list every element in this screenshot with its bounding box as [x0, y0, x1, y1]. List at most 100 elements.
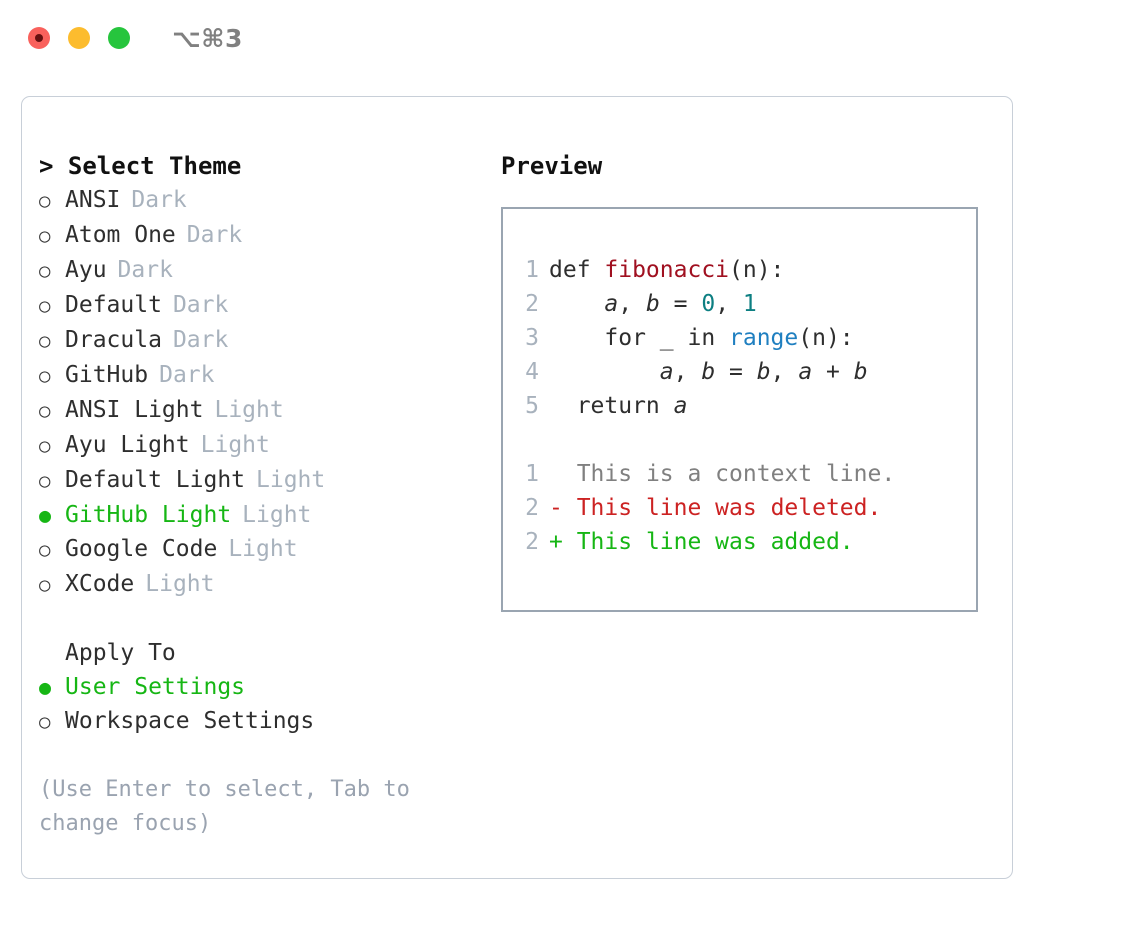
code-token-plain: return [549, 393, 674, 419]
theme-item-label: Ayu [65, 257, 107, 283]
line-number: 4 [525, 359, 539, 385]
apply-to-list: ● User Settings ○ Workspace Settings [39, 670, 469, 739]
theme-item-variant-label: Light [214, 397, 284, 423]
theme-item-label: ANSI Light [65, 397, 204, 423]
code-token-plain [549, 291, 604, 317]
zoom-button[interactable] [108, 27, 130, 49]
line-number: 3 [525, 325, 539, 351]
radio-unselected-icon: ○ [39, 435, 51, 457]
theme-item-2[interactable]: ○ Ayu Dark [39, 253, 469, 288]
theme-item-label: Google Code [65, 536, 218, 562]
theme-item-variant-label: Light [256, 467, 326, 493]
theme-item-variant-label: Dark [131, 187, 187, 213]
theme-item-10[interactable]: ○ Google Code Light [39, 532, 469, 567]
diff-line-ctx: 1 This is a context line. [503, 457, 976, 491]
window-controls [28, 27, 130, 49]
radio-unselected-icon: ○ [39, 574, 51, 596]
radio-unselected-icon: ○ [39, 260, 51, 282]
apply-to-item-label: User Settings [65, 674, 246, 700]
code-spacer [503, 423, 976, 457]
theme-item-variant-label: Light [200, 432, 270, 458]
code-token-num: 1 [742, 291, 757, 317]
theme-item-variant-label: Light [228, 536, 298, 562]
radio-unselected-icon: ○ [39, 470, 51, 492]
theme-item-variant-label: Dark [172, 327, 229, 353]
line-number: 1 [525, 461, 539, 487]
code-token-call: range [729, 325, 799, 351]
code-line: 4 a, b = b, a + b [503, 355, 976, 389]
radio-unselected-icon: ○ [39, 190, 51, 212]
title-bar: ⌥⌘3 [0, 0, 1140, 76]
code-token-plain: (n): [798, 325, 854, 351]
theme-item-variant-label: Dark [172, 292, 229, 318]
apply-to-item-label: Workspace Settings [65, 708, 315, 734]
code-token-plain: , [715, 291, 743, 317]
select-theme-heading: > Select Theme [39, 152, 242, 180]
code-token-fn: fibonacci [604, 257, 730, 283]
theme-item-label: GitHub [65, 362, 149, 388]
theme-item-label: Dracula [65, 327, 162, 353]
radio-unselected-icon: ○ [39, 539, 51, 561]
code-token-var: b [853, 359, 868, 385]
code-token-plain: = [659, 291, 702, 317]
theme-item-variant-label: Dark [117, 257, 173, 283]
code-token-plain: , [673, 359, 702, 385]
code-token-plain: + [812, 359, 854, 385]
code-line: 5 return a [503, 389, 976, 423]
code-token-var: a [659, 359, 674, 385]
code-token-plain: (n): [729, 257, 785, 283]
preview-heading: Preview [501, 152, 603, 180]
apply-to-item-1[interactable]: ○ Workspace Settings [39, 704, 469, 739]
radio-unselected-icon: ○ [39, 400, 51, 422]
line-number: 2 [525, 291, 539, 317]
code-token-plain: , [770, 359, 799, 385]
line-number: 5 [525, 393, 539, 419]
code-token-var: a [798, 359, 813, 385]
radio-selected-icon: ● [39, 675, 52, 699]
diff-text: This line was added. [562, 529, 854, 555]
radio-unselected-icon: ○ [39, 711, 51, 733]
theme-item-variant-label: Light [242, 502, 312, 528]
theme-item-0[interactable]: ○ ANSI Dark [39, 183, 469, 218]
code-text: a, b = 0, 1 [549, 287, 757, 321]
theme-item-6[interactable]: ○ ANSI Light Light [39, 393, 469, 428]
apply-to-item-0[interactable]: ● User Settings [39, 670, 469, 704]
code-text: a, b = b, a + b [549, 355, 868, 389]
code-token-plain: = [715, 359, 757, 385]
code-token-num: 0 [701, 291, 716, 317]
theme-item-label: ANSI [65, 187, 121, 213]
minimize-button[interactable] [68, 27, 90, 49]
code-token-var: b [756, 359, 771, 385]
diff-line-add: 2+ This line was added. [503, 525, 976, 559]
code-token-plain: , [618, 291, 646, 317]
code-line: 3 for _ in range(n): [503, 321, 976, 355]
diff-prefix [549, 457, 563, 491]
diff-text: This line was deleted. [562, 495, 882, 521]
code-text: return a [549, 389, 688, 423]
code-line: 2 a, b = 0, 1 [503, 287, 976, 321]
diff-text: This is a context line. [562, 461, 896, 487]
theme-item-variant-label: Light [145, 571, 215, 597]
close-button[interactable] [28, 27, 50, 49]
section-spacer [39, 602, 469, 636]
radio-unselected-icon: ○ [39, 225, 51, 247]
code-token-var: b [645, 291, 660, 317]
diff-line-del: 2- This line was deleted. [503, 491, 976, 525]
radio-selected-icon: ● [39, 503, 52, 527]
